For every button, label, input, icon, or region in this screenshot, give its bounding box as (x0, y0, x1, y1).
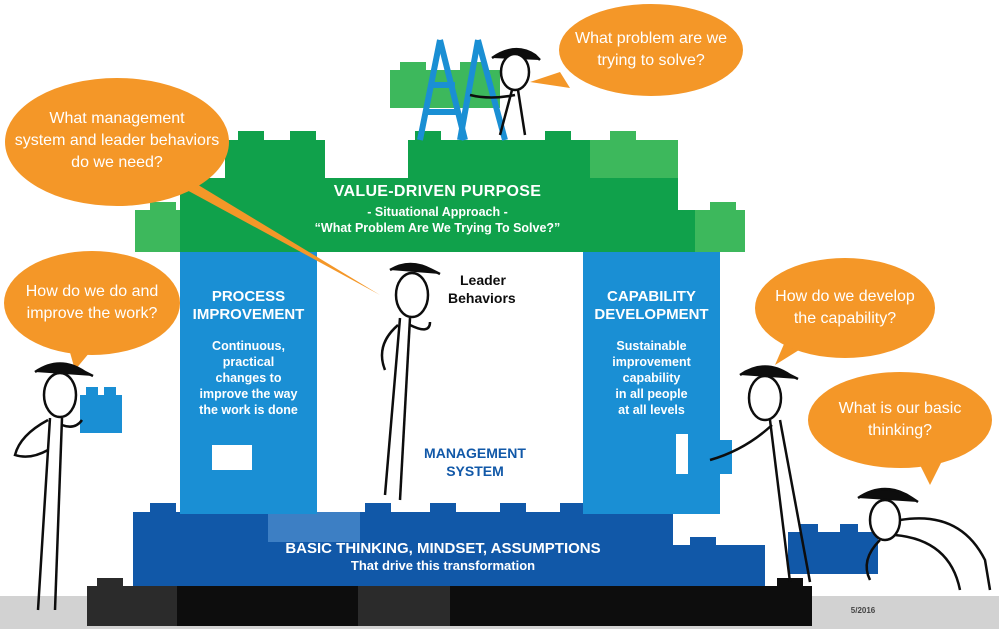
bubble-thinking-text: What is our basic thinking? (815, 398, 985, 442)
figure-center (380, 262, 441, 501)
roof-line2: “What Problem Are We Trying To Solve?” (314, 221, 561, 235)
bubble-capability-text: How do we develop the capability? (760, 286, 930, 330)
base-text: BASIC THINKING, MINDSET, ASSUMPTIONS Tha… (133, 540, 753, 574)
left-pillar-title-2: IMPROVEMENT (192, 306, 305, 323)
roof-line1: - Situational Approach - (367, 205, 508, 219)
right-pillar-text: CAPABILITY DEVELOPMENT Sustainable impro… (583, 288, 720, 418)
base-title: BASIC THINKING, MINDSET, ASSUMPTIONS (285, 540, 601, 557)
left-pillar-block (180, 252, 317, 514)
right-pillar-body-1: Sustainable (616, 339, 687, 353)
bubble-capability (755, 258, 935, 365)
bubble-management-text: What management system and leader behavi… (10, 108, 224, 174)
left-pillar-body-3: changes to (215, 371, 282, 385)
figure-right (709, 365, 812, 583)
left-pillar-text: PROCESS IMPROVEMENT Continuous, practica… (180, 288, 317, 418)
bubble-problem-line-1: What problem are we (574, 30, 728, 47)
bubble-management (5, 78, 380, 295)
bubble-thinking (808, 372, 992, 485)
held-brick-left (80, 387, 122, 433)
bubble-thinking-line-2: thinking? (867, 422, 933, 439)
mgmt-line-1: MANAGEMENT (424, 445, 526, 461)
figure-left (13, 362, 94, 611)
left-pillar-body-5: the work is done (199, 403, 298, 417)
management-system-label: MANAGEMENT SYSTEM (410, 444, 540, 480)
bubble-problem-line-2: trying to solve? (597, 52, 705, 69)
left-pillar-body-4: improve the way (199, 387, 298, 401)
right-pillar-body-5: at all levels (618, 403, 685, 417)
right-pillar-body-2: improvement (612, 355, 691, 369)
roof-title: VALUE-DRIVEN PURPOSE (333, 183, 542, 200)
right-pillar-body-4: in all people (615, 387, 688, 401)
left-pillar-title-1: PROCESS (211, 288, 286, 305)
figure-ladder (469, 48, 541, 136)
bubble-work-line-1: How do we do and (25, 283, 159, 300)
right-pillar-block (583, 252, 720, 514)
bubble-work (4, 251, 180, 370)
bubble-work-line-2: improve the work? (26, 305, 158, 322)
bubble-capability-line-1: How do we develop (775, 288, 915, 305)
bubble-problem (530, 4, 743, 96)
figure-crouch (857, 487, 992, 591)
base-subtitle: That drive this transformation (350, 558, 536, 573)
foundation-bricks (87, 578, 812, 626)
bubble-thinking-line-1: What is our basic (838, 400, 962, 417)
mgmt-line-2: SYSTEM (446, 463, 504, 479)
leader-behaviors-label: Leader Behaviors (448, 271, 538, 307)
leader-line-1: Leader (460, 272, 506, 288)
bubble-management-line-1: What management (49, 110, 185, 127)
bubble-capability-line-2: the capability? (793, 310, 897, 327)
base-block (133, 503, 765, 586)
bubble-management-line-2: system and leader behaviors (14, 132, 220, 149)
date-stamp: 5/2016 (850, 606, 876, 615)
right-pillar-title-2: DEVELOPMENT (594, 306, 709, 323)
roof-block (135, 62, 745, 252)
bubble-work-text: How do we do and improve the work? (10, 281, 174, 325)
bubble-problem-text: What problem are we trying to solve? (565, 28, 737, 72)
bubble-management-line-3: do we need? (71, 154, 163, 171)
left-pillar-body-1: Continuous, (212, 339, 285, 353)
right-pillar-body-3: capability (622, 371, 681, 385)
leader-line-2: Behaviors (448, 290, 516, 306)
roof-text: VALUE-DRIVEN PURPOSE - Situational Appro… (180, 183, 695, 236)
ladder (417, 39, 508, 141)
right-pillar-title-1: CAPABILITY (607, 288, 696, 305)
left-pillar-body-2: practical (222, 355, 275, 369)
